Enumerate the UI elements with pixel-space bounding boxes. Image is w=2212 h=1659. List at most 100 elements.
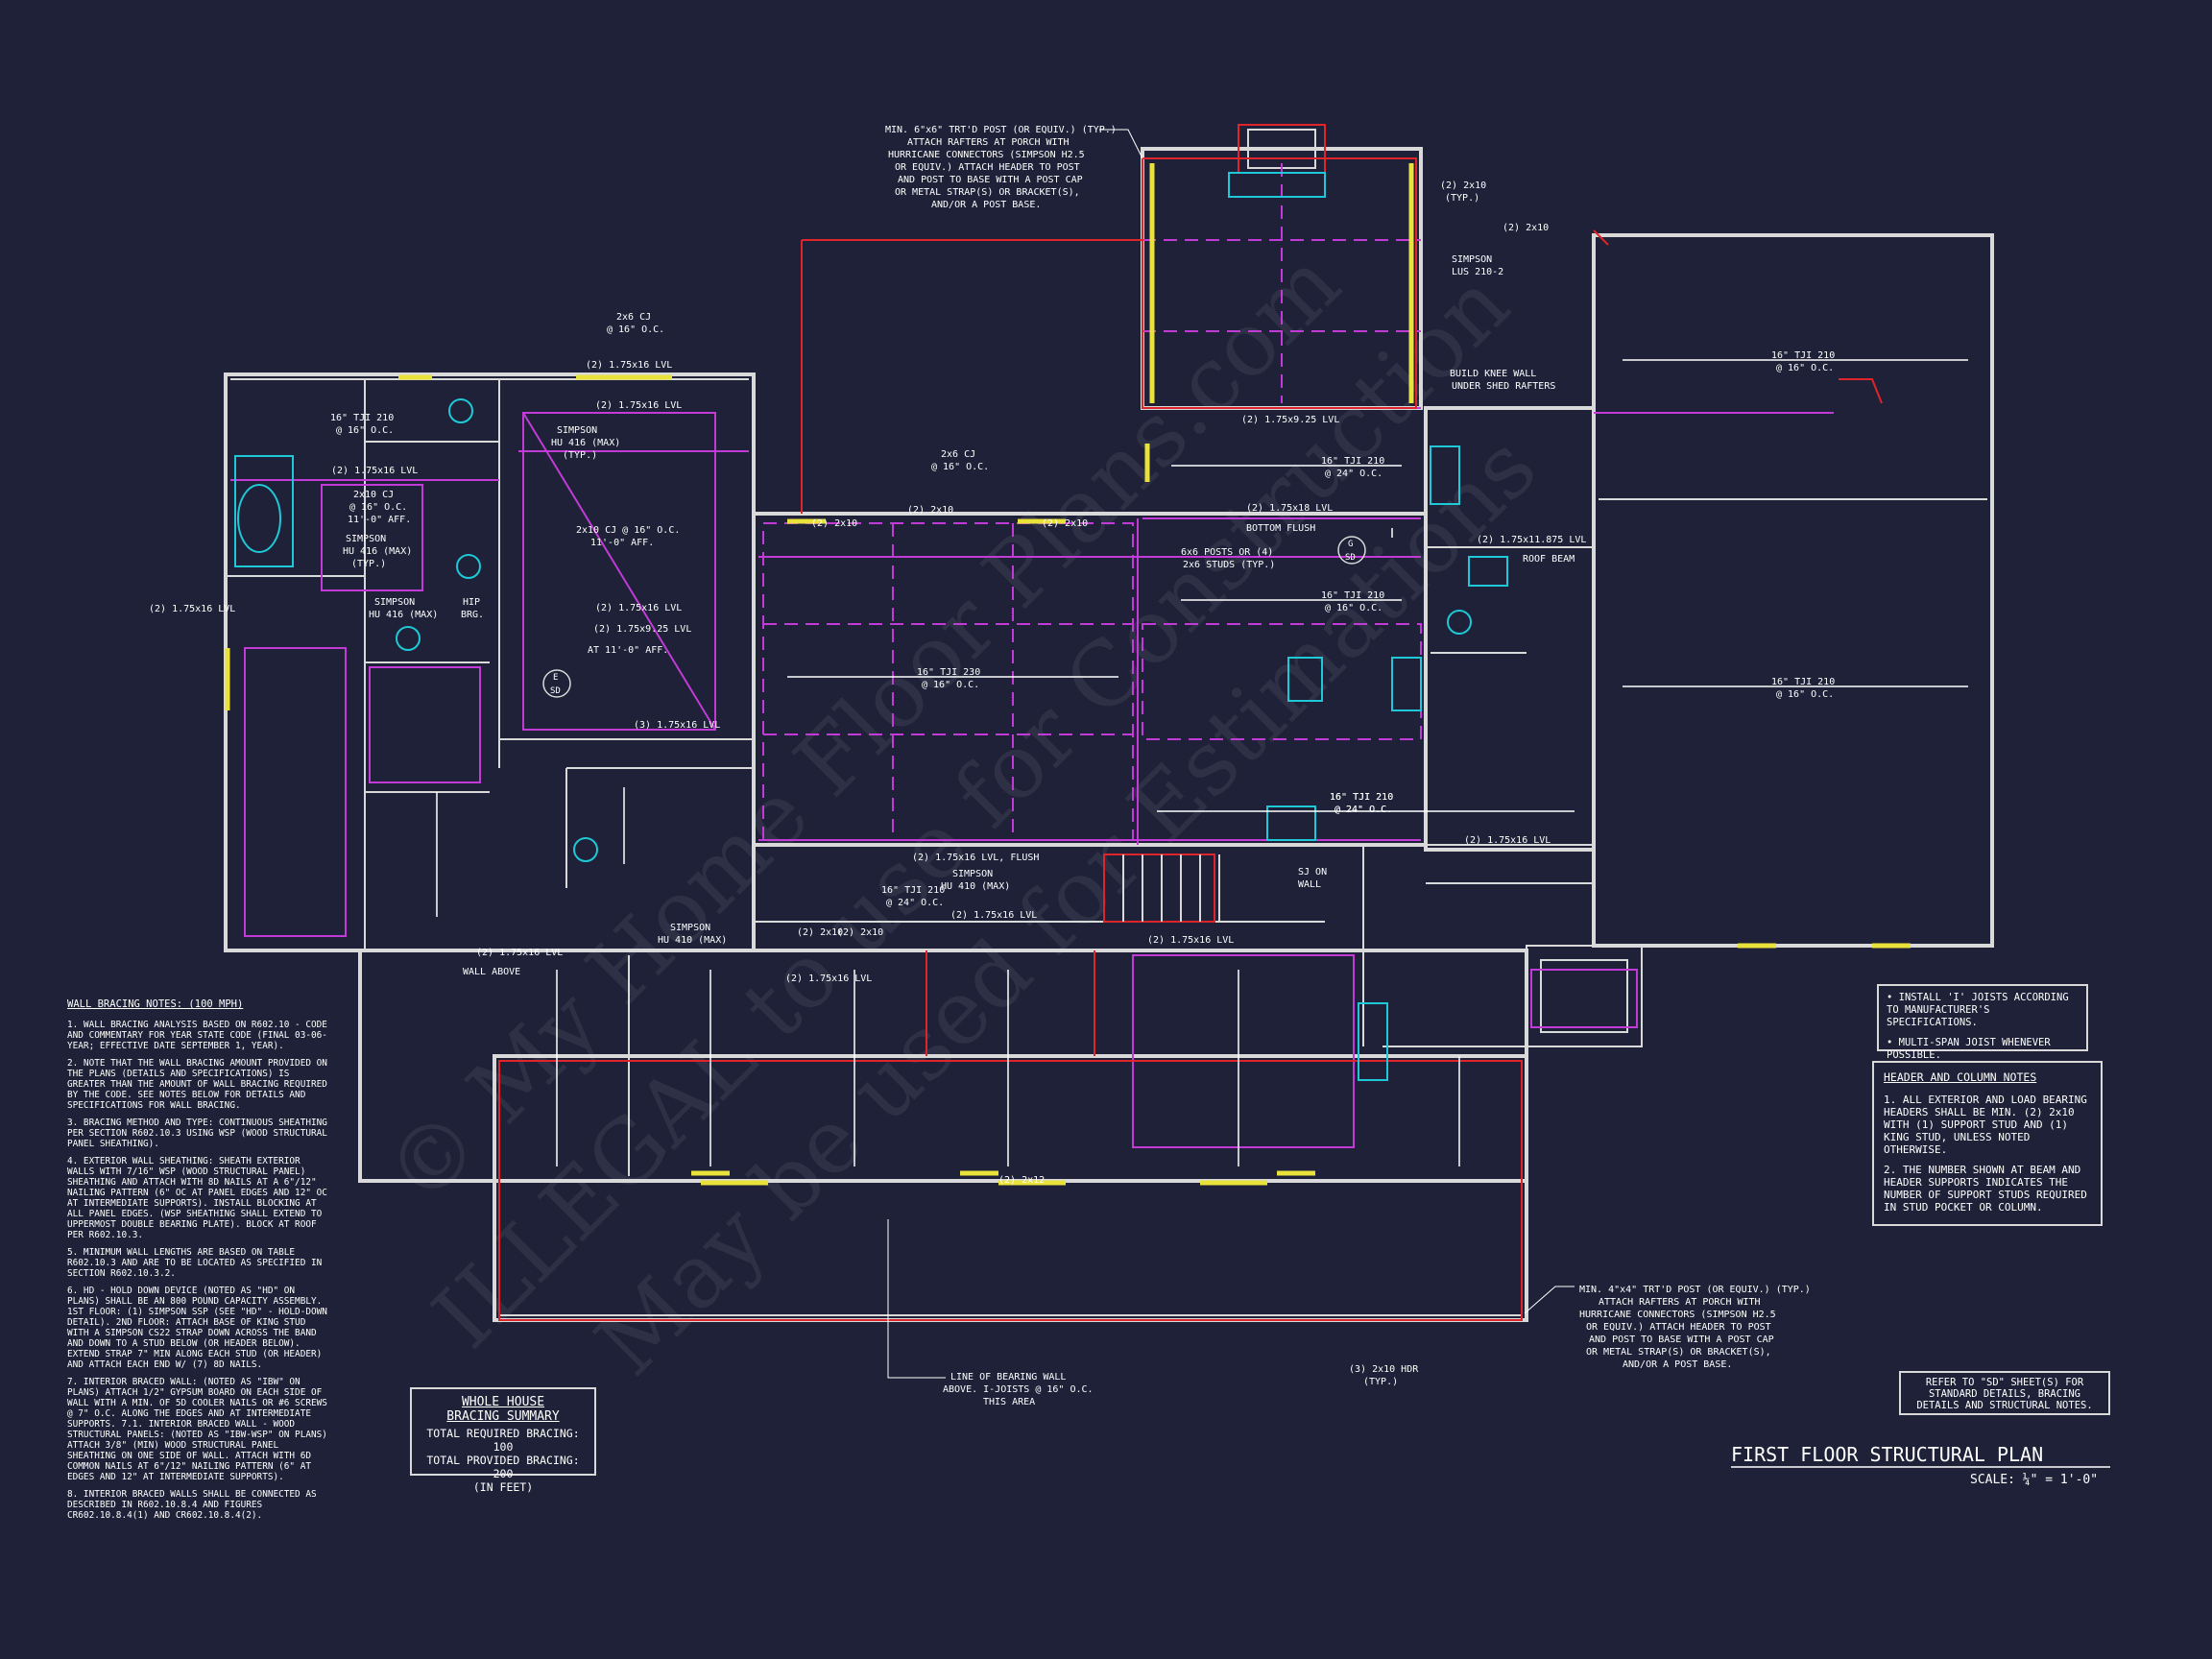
svg-text:HU 416 (MAX): HU 416 (MAX)	[369, 610, 438, 620]
wall-bracing-note-1: 1. WALL BRACING ANALYSIS BASED ON R602.1…	[67, 1020, 327, 1051]
svg-text:(2) 1.75x16 LVL: (2) 1.75x16 LVL	[149, 604, 235, 614]
svg-text:AT 11'-0" AFF.: AT 11'-0" AFF.	[588, 645, 668, 656]
svg-text:(TYP.): (TYP.)	[351, 559, 386, 569]
detail-marker-g: G SD	[1337, 536, 1366, 565]
svg-text:(2) 2x10: (2) 2x10	[837, 927, 883, 938]
svg-text:16" TJI 210: 16" TJI 210	[881, 885, 945, 896]
svg-text:MIN. 4"x4" TRT'D POST (OR EQUI: MIN. 4"x4" TRT'D POST (OR EQUIV.) (TYP.)	[1579, 1285, 1811, 1295]
svg-text:@ 16" O.C.: @ 16" O.C.	[607, 325, 664, 335]
bracing-summary-box: WHOLE HOUSE BRACING SUMMARY TOTAL REQUIR…	[410, 1387, 596, 1494]
svg-text:MIN. 6"x6" TRT'D POST (OR EQUI: MIN. 6"x6" TRT'D POST (OR EQUIV.) (TYP.)	[885, 125, 1117, 135]
svg-text:HU 410 (MAX): HU 410 (MAX)	[658, 935, 727, 946]
svg-text:(3) 2x10 HDR: (3) 2x10 HDR	[1349, 1364, 1419, 1375]
stair	[1103, 854, 1215, 923]
bracing-summary-title-2: BRACING SUMMARY	[446, 1409, 560, 1424]
svg-text:HU 410 (MAX): HU 410 (MAX)	[941, 881, 1010, 892]
svg-text:LUS 210-2: LUS 210-2	[1452, 267, 1503, 277]
svg-text:SIMPSON: SIMPSON	[374, 597, 415, 608]
svg-text:16" TJI 210: 16" TJI 210	[1321, 456, 1384, 467]
svg-text:16" TJI 210: 16" TJI 210	[1771, 677, 1835, 687]
svg-text:(2) 2x10: (2) 2x10	[797, 927, 843, 938]
svg-text:(2) 2x10: (2) 2x10	[1042, 518, 1088, 529]
wall-bracing-note-2: 2. NOTE THAT THE WALL BRACING AMOUNT PRO…	[67, 1058, 327, 1111]
svg-text:2x10 CJ @ 16" O.C.: 2x10 CJ @ 16" O.C.	[576, 525, 680, 536]
svg-text:@ 24" O.C.: @ 24" O.C.	[886, 898, 944, 908]
svg-text:(2) 1.75x9.25 LVL: (2) 1.75x9.25 LVL	[593, 624, 691, 635]
svg-text:(TYP.): (TYP.)	[1445, 193, 1479, 204]
svg-text:HU 416 (MAX): HU 416 (MAX)	[343, 546, 412, 557]
svg-text:WALL: WALL	[1298, 879, 1321, 890]
svg-text:@ 16" O.C.: @ 16" O.C.	[336, 425, 394, 436]
fixtures	[234, 172, 1508, 1081]
svg-text:16" TJI 230: 16" TJI 230	[917, 667, 980, 678]
svg-text:(2) 1.75x9.25 LVL: (2) 1.75x9.25 LVL	[1241, 415, 1339, 425]
svg-text:LINE OF BEARING WALL: LINE OF BEARING WALL	[950, 1372, 1066, 1382]
beams	[230, 163, 1834, 1148]
svg-text:@ 24" O.C.: @ 24" O.C.	[1334, 805, 1392, 815]
wall-bracing-note-7: 7. INTERIOR BRACED WALL: (NOTED AS "IBW"…	[67, 1377, 327, 1482]
svg-text:BOTTOM FLUSH: BOTTOM FLUSH	[1246, 523, 1315, 534]
svg-text:(2) 1.75x11.875 LVL: (2) 1.75x11.875 LVL	[1477, 535, 1586, 545]
svg-text:@ 16" O.C.: @ 16" O.C.	[349, 502, 407, 513]
svg-text:(2) 1.75x16 LVL: (2) 1.75x16 LVL	[476, 948, 563, 958]
svg-text:THIS AREA: THIS AREA	[983, 1397, 1035, 1407]
svg-text:@ 24" O.C.: @ 24" O.C.	[1325, 469, 1382, 479]
svg-text:2x6 CJ: 2x6 CJ	[616, 312, 651, 323]
svg-text:(2) 2x10: (2) 2x10	[907, 505, 953, 516]
svg-text:AND/OR A POST BASE.: AND/OR A POST BASE.	[931, 200, 1041, 210]
svg-text:(TYP.): (TYP.)	[1363, 1377, 1398, 1387]
page-title: FIRST FLOOR STRUCTURAL PLAN	[1731, 1443, 2043, 1466]
svg-text:(3) 1.75x16 LVL: (3) 1.75x16 LVL	[634, 720, 720, 731]
svg-text:16" TJI 210: 16" TJI 210	[330, 413, 394, 423]
wall-bracing-notes: WALL BRACING NOTES: (100 MPH) 1. WALL BR…	[67, 998, 331, 1527]
callout-bearing-wall: LINE OF BEARING WALL ABOVE. I-JOISTS @ 1…	[887, 1219, 1094, 1407]
wall-bracing-note-5: 5. MINIMUM WALL LENGTHS ARE BASED ON TAB…	[67, 1247, 323, 1279]
wall-bracing-heading: WALL BRACING NOTES: (100 MPH)	[67, 998, 244, 1010]
svg-text:(2) 1.75x16 LVL, FLUSH: (2) 1.75x16 LVL, FLUSH	[912, 853, 1039, 863]
svg-text:11'-0" AFF.: 11'-0" AFF.	[590, 538, 654, 548]
bracing-required: TOTAL REQUIRED BRACING: 100	[426, 1427, 580, 1454]
svg-text:OR METAL STRAP(S) OR BRACKET(S: OR METAL STRAP(S) OR BRACKET(S),	[895, 187, 1080, 198]
callout-3-2x10-hdr: (3) 2x10 HDR (TYP.)	[1349, 1364, 1419, 1387]
detail-marker-e: E SD	[542, 669, 571, 698]
svg-text:@ 16" O.C.: @ 16" O.C.	[1325, 603, 1382, 613]
ijoist-note-1: • INSTALL 'I' JOISTS ACCORDING TO MANUFA…	[1887, 992, 2069, 1028]
svg-text:16" TJI 210: 16" TJI 210	[1330, 792, 1393, 803]
bracing-provided: TOTAL PROVIDED BRACING: 200	[426, 1454, 580, 1480]
header-note-1: 1. ALL EXTERIOR AND LOAD BEARING HEADERS…	[1884, 1094, 2087, 1156]
svg-text:2x10 CJ: 2x10 CJ	[353, 490, 394, 500]
svg-text:16" TJI 210: 16" TJI 210	[1330, 792, 1393, 803]
svg-text:AND/OR A POST BASE.: AND/OR A POST BASE.	[1623, 1359, 1732, 1370]
svg-text:SIMPSON: SIMPSON	[557, 425, 597, 436]
header-note-2: 2. THE NUMBER SHOWN AT BEAM AND HEADER S…	[1884, 1164, 2087, 1214]
svg-text:WALL ABOVE: WALL ABOVE	[463, 967, 520, 977]
svg-text:(2) 2x10: (2) 2x10	[1503, 223, 1549, 233]
bracing-summary-title-1: WHOLE HOUSE	[461, 1395, 545, 1409]
svg-text:(2) 1.75x18 LVL: (2) 1.75x18 LVL	[1246, 503, 1333, 514]
refer-note-box: REFER TO "SD" SHEET(S) FOR STANDARD DETA…	[1899, 1371, 2110, 1415]
svg-text:@ 16" O.C.: @ 16" O.C.	[1776, 363, 1834, 373]
wall-bracing-note-8: 8. INTERIOR BRACED WALLS SHALL BE CONNEC…	[67, 1489, 317, 1521]
svg-text:(2) 1.75x16 LVL: (2) 1.75x16 LVL	[586, 360, 672, 371]
bracing-unit: (IN FEET)	[472, 1480, 534, 1494]
svg-text:AND POST TO BASE WITH A POST C: AND POST TO BASE WITH A POST CAP	[1589, 1334, 1774, 1345]
svg-text:UNDER SHED RAFTERS: UNDER SHED RAFTERS	[1452, 381, 1555, 392]
wall-bracing-note-3: 3. BRACING METHOD AND TYPE: CONTINUOUS S…	[67, 1118, 327, 1149]
svg-text:(2) 1.75x16 LVL: (2) 1.75x16 LVL	[1147, 935, 1234, 946]
svg-text:(2) 1.75x16 LVL: (2) 1.75x16 LVL	[331, 466, 418, 476]
svg-text:2x6 STUDS (TYP.): 2x6 STUDS (TYP.)	[1183, 560, 1275, 570]
ijoist-note-2: • MULTI-SPAN JOIST WHENEVER POSSIBLE.	[1887, 1037, 2051, 1061]
svg-text:11'-0" AFF.: 11'-0" AFF.	[348, 515, 411, 525]
header-column-notes-box: HEADER AND COLUMN NOTES 1. ALL EXTERIOR …	[1872, 1061, 2103, 1226]
svg-text:OR METAL STRAP(S) OR BRACKET(S: OR METAL STRAP(S) OR BRACKET(S),	[1586, 1347, 1771, 1358]
svg-text:6x6 POSTS OR (4): 6x6 POSTS OR (4)	[1181, 547, 1273, 558]
joist-arrows	[436, 359, 1968, 1166]
svg-text:OR EQUIV.) ATTACH HEADER TO PO: OR EQUIV.) ATTACH HEADER TO POST	[895, 162, 1080, 173]
svg-text:@ 16" O.C.: @ 16" O.C.	[931, 462, 989, 472]
svg-text:ATTACH RAFTERS AT PORCH WITH: ATTACH RAFTERS AT PORCH WITH	[907, 137, 1070, 148]
callout-porch-post-bottom: MIN. 4"x4" TRT'D POST (OR EQUIV.) (TYP.)…	[1524, 1285, 1811, 1370]
svg-text:16" TJI 210: 16" TJI 210	[1771, 350, 1835, 361]
callout-porch-post-top: MIN. 6"x6" TRT'D POST (OR EQUIV.) (TYP.)…	[885, 125, 1143, 210]
svg-text:SIMPSON: SIMPSON	[670, 923, 710, 933]
svg-text:(2) 1.75x16 LVL: (2) 1.75x16 LVL	[595, 603, 682, 613]
